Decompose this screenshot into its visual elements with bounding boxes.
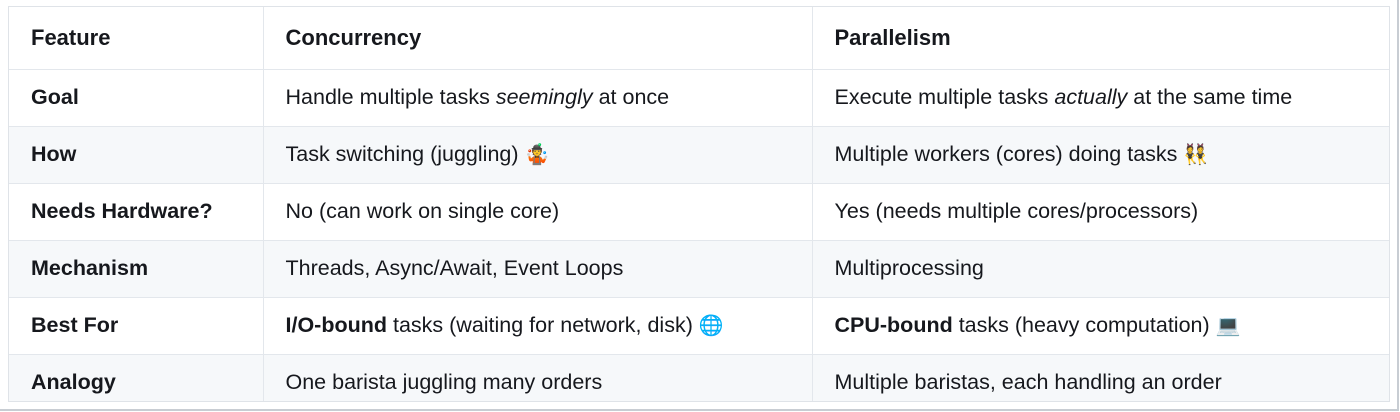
column-header-concurrency: Concurrency	[263, 7, 813, 70]
table-header: Feature Concurrency Parallelism	[9, 7, 1389, 70]
cell-feature: Goal	[9, 69, 264, 127]
cell-text: at the same time	[1127, 85, 1293, 110]
cell-parallelism: CPU-bound tasks (heavy computation) 💻	[812, 297, 1389, 355]
cell-text: Multiple baristas, each handling an orde…	[834, 370, 1222, 395]
cell-feature: Mechanism	[9, 240, 264, 298]
cell-concurrency: Handle multiple tasks seemingly at once	[263, 69, 813, 127]
table-header-row: Feature Concurrency Parallelism	[9, 7, 1389, 70]
cell-concurrency: No (can work on single core)	[263, 183, 813, 241]
cell-feature: Best For	[9, 297, 264, 355]
cell-text: Multiple workers (cores) doing tasks	[834, 142, 1184, 167]
emphasis-bold: CPU-bound	[834, 313, 953, 338]
cell-text: Yes (needs multiple cores/processors)	[834, 199, 1199, 224]
emoji-icon: 🤹	[524, 142, 550, 167]
cell-parallelism: Multiple workers (cores) doing tasks 👯	[812, 126, 1389, 184]
cell-text: tasks (heavy computation)	[952, 313, 1216, 338]
cell-text: Threads, Async/Await, Event Loops	[285, 256, 624, 281]
emphasis-italic: seemingly	[495, 85, 593, 110]
emoji-icon: 👯	[1183, 142, 1209, 167]
cell-text: One barista juggling many orders	[285, 370, 603, 395]
table-row: Mechanism Threads, Async/Await, Event Loo…	[9, 240, 1389, 298]
emoji-icon: 💻	[1215, 313, 1241, 338]
cell-text: No (can work on single core)	[285, 199, 560, 224]
cell-feature: How	[9, 126, 264, 184]
cell-text: Handle multiple tasks	[285, 85, 496, 110]
cell-text: tasks (waiting for network, disk)	[387, 313, 699, 338]
cell-parallelism: Multiprocessing	[812, 240, 1389, 298]
cell-concurrency: One barista juggling many orders	[263, 354, 813, 401]
cell-concurrency: Threads, Async/Await, Event Loops	[263, 240, 813, 298]
cell-parallelism: Multiple baristas, each handling an orde…	[812, 354, 1389, 401]
cell-parallelism: Execute multiple tasks actually at the s…	[812, 69, 1389, 127]
column-header-feature: Feature	[9, 7, 264, 70]
column-header-parallelism: Parallelism	[812, 7, 1389, 70]
cell-feature: Needs Hardware?	[9, 183, 264, 241]
cell-text: Task switching (juggling)	[285, 142, 525, 167]
cell-feature: Analogy	[9, 354, 264, 401]
emphasis-italic: actually	[1054, 85, 1128, 110]
cell-text: at once	[592, 85, 670, 110]
table-row: Analogy One barista juggling many orders M…	[9, 354, 1389, 401]
cell-concurrency: I/O-bound tasks (waiting for network, di…	[263, 297, 813, 355]
cell-text: Execute multiple tasks	[834, 85, 1055, 110]
emphasis-bold: I/O-bound	[285, 313, 388, 338]
table-row: Needs Hardware? No (can work on single co…	[9, 183, 1389, 241]
cell-text: Multiprocessing	[834, 256, 984, 281]
emoji-icon: 🌐	[698, 313, 724, 338]
cell-concurrency: Task switching (juggling) 🤹	[263, 126, 813, 184]
cell-parallelism: Yes (needs multiple cores/processors)	[812, 183, 1389, 241]
